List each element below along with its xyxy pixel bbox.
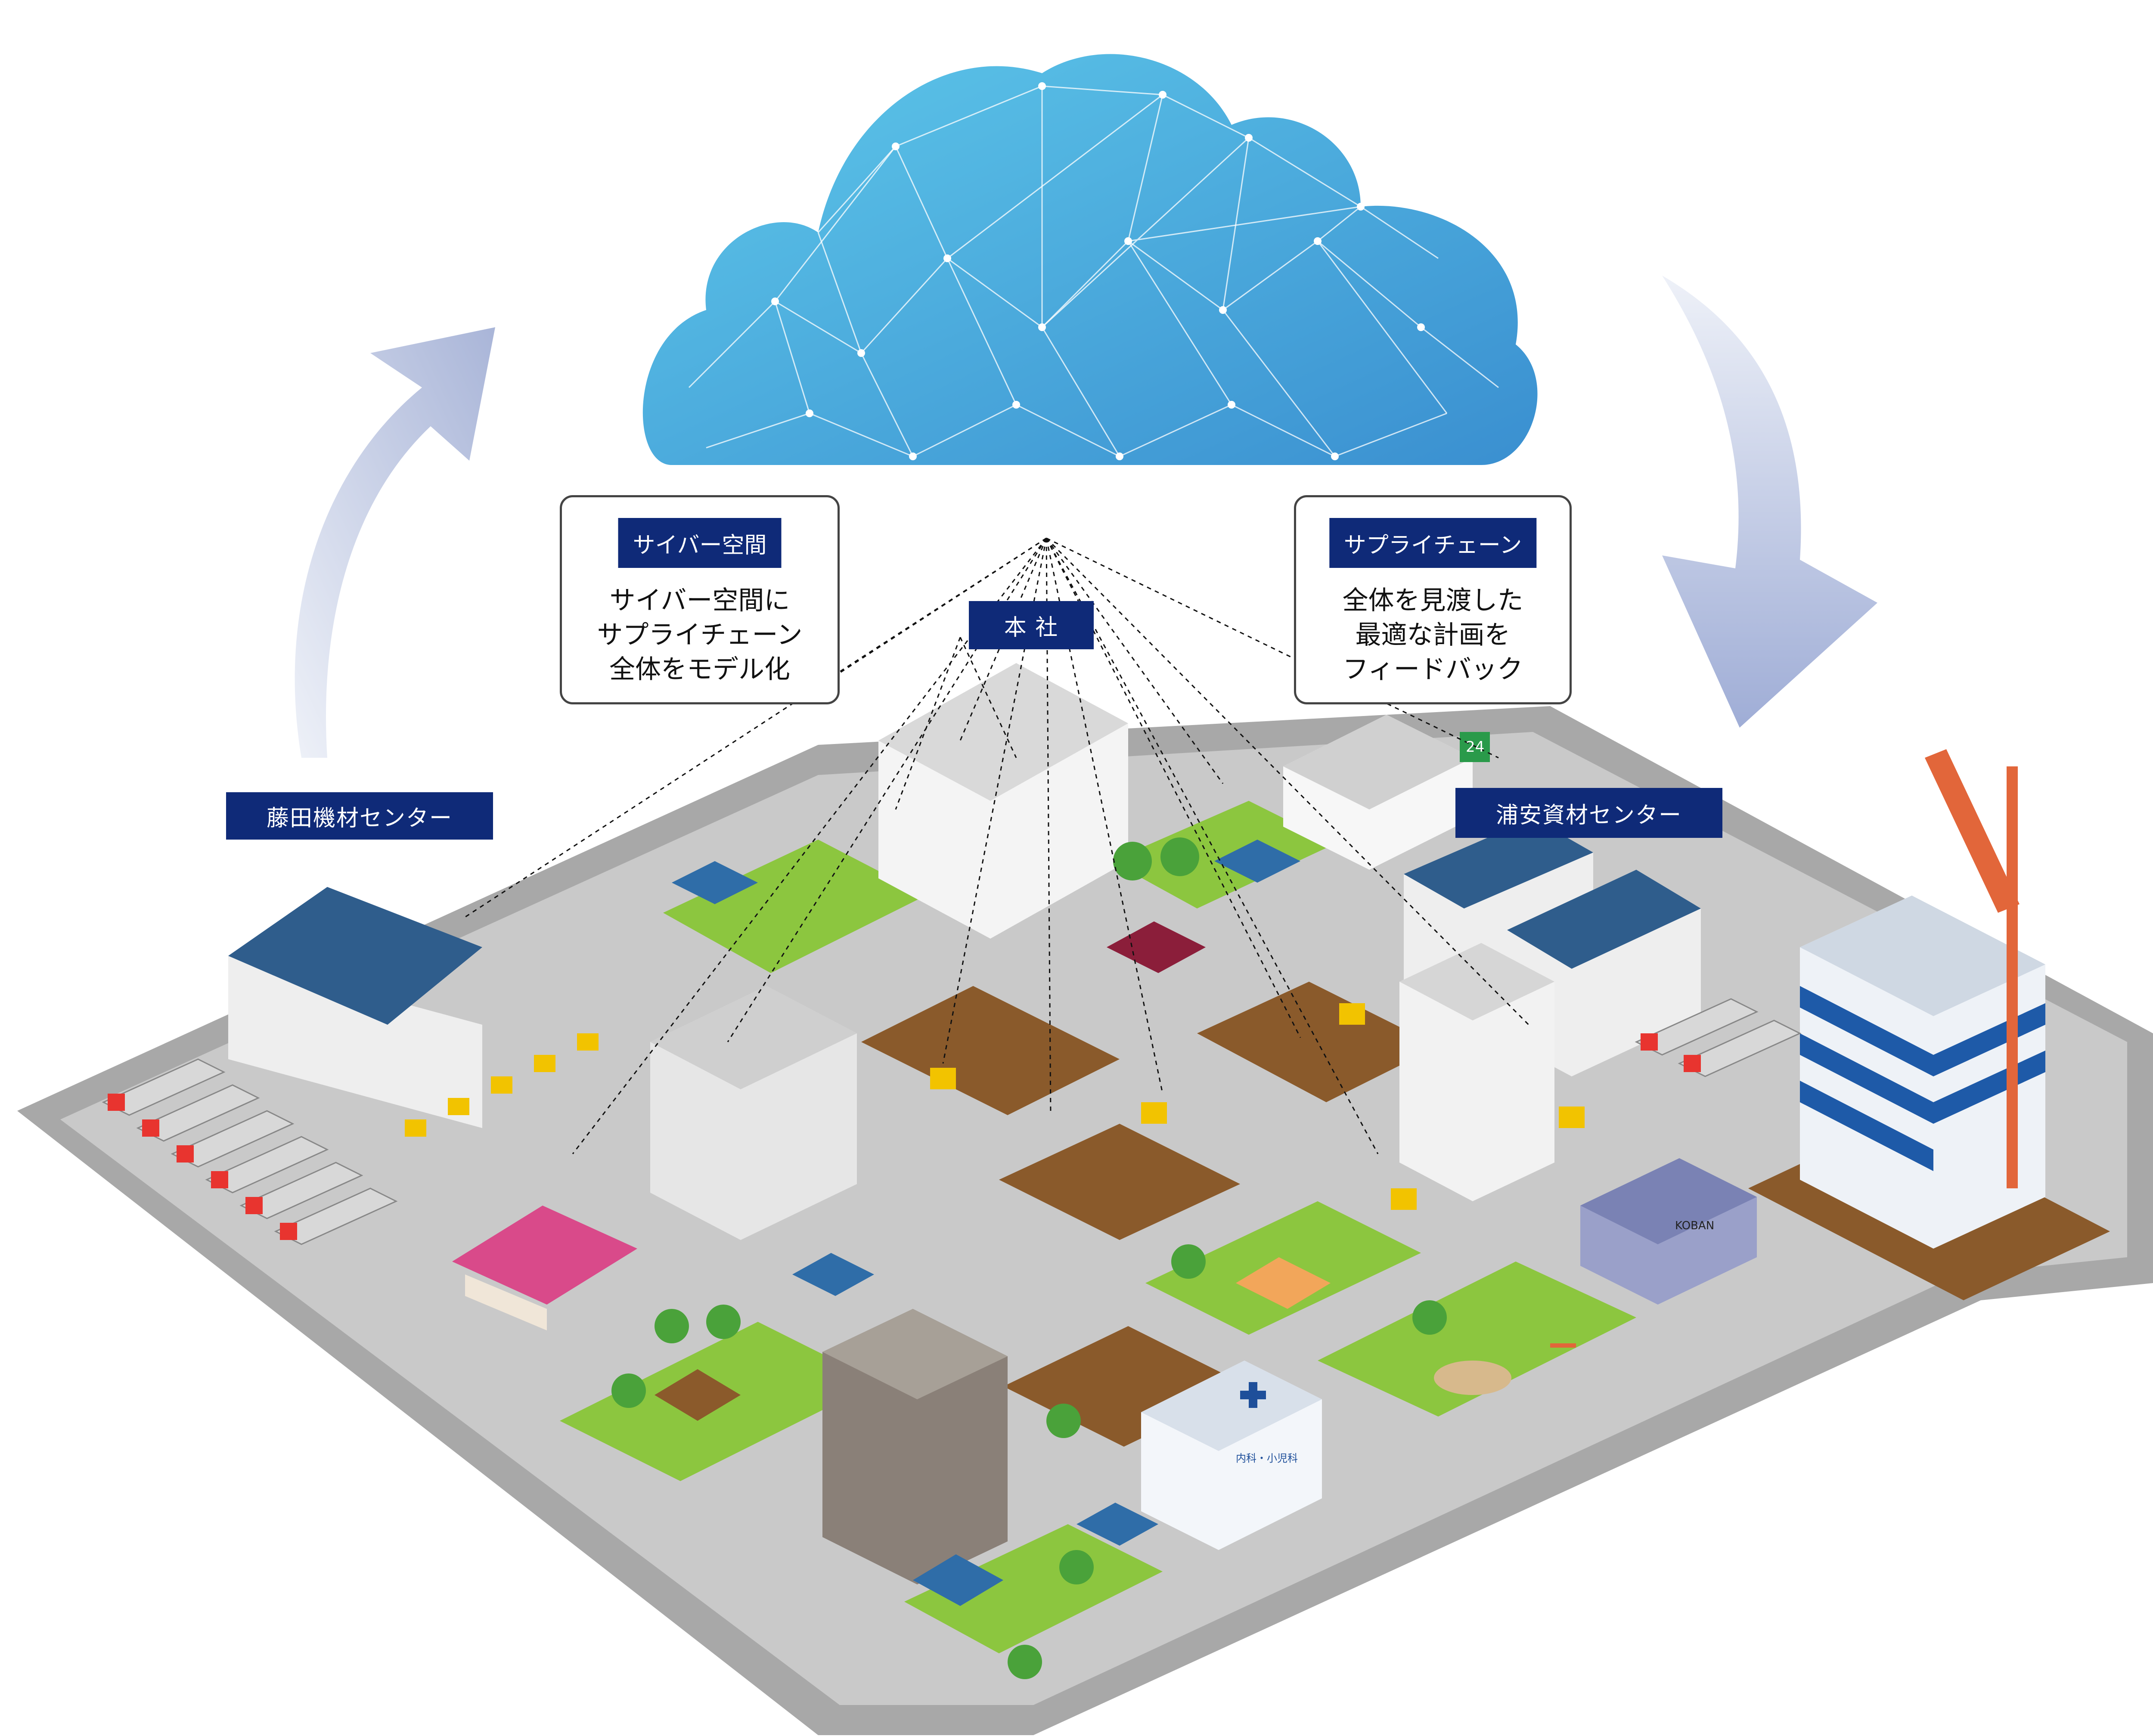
callout-line: フィードバック bbox=[1343, 654, 1523, 685]
urayasu-center-label: 浦安資材センター bbox=[1455, 788, 1722, 838]
hq-label: 本 社 bbox=[969, 601, 1094, 649]
supply-chain-callout: サプライチェーン 全体を見渡した 最適な計画を フィードバック bbox=[1294, 495, 1572, 704]
network-cloud-icon bbox=[642, 54, 1538, 465]
callout-body: 全体を見渡した 最適な計画を フィードバック bbox=[1296, 583, 1570, 687]
fujita-center-label: 藤田機材センター bbox=[226, 792, 493, 840]
clinic-sign: 内科・小児科 bbox=[1236, 1452, 1298, 1464]
callout-line: 最適な計画を bbox=[1355, 620, 1511, 650]
callout-line: サプライチェーン bbox=[597, 620, 803, 650]
buildings bbox=[228, 663, 2045, 1606]
callout-title: サプライチェーン bbox=[1329, 518, 1537, 568]
upward-curved-arrow bbox=[295, 327, 495, 758]
koban-sign: KOBAN bbox=[1675, 1219, 1714, 1232]
trees bbox=[611, 837, 1447, 1679]
vehicles bbox=[102, 998, 1802, 1245]
downward-curved-arrow bbox=[1662, 276, 1877, 728]
callout-line: 全体を見渡した bbox=[1342, 586, 1523, 616]
cyber-space-callout: サイバー空間 サイバー空間に サプライチェーン 全体をモデル化 bbox=[560, 495, 840, 704]
callout-line: サイバー空間に bbox=[609, 586, 790, 616]
callout-title: サイバー空間 bbox=[618, 518, 782, 568]
callout-line: 全体をモデル化 bbox=[609, 654, 790, 685]
store-24-sign: 24 bbox=[1466, 738, 1484, 756]
callout-body: サイバー空間に サプライチェーン 全体をモデル化 bbox=[562, 583, 838, 687]
park bbox=[1434, 1343, 1576, 1395]
